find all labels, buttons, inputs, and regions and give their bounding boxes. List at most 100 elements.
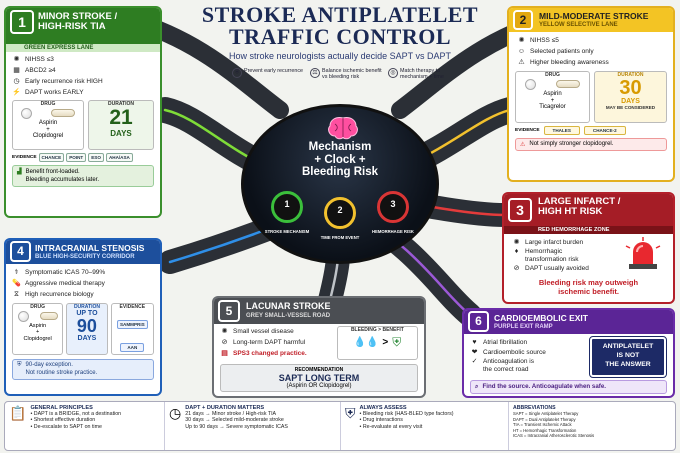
criteria-row: ◷Early recurrence risk HIGH — [12, 76, 154, 87]
panel-number: 4 — [10, 241, 31, 262]
panel-number: 3 — [508, 198, 532, 222]
prohibited-icon: ⊘ — [513, 264, 520, 272]
criteria-text: NIHSS ≤3 — [25, 56, 54, 63]
balance-icon: ⚖ — [310, 68, 320, 78]
panel-note: ⌕ Find the source. Anticoagulate when sa… — [470, 380, 667, 394]
section-item: 21 days → Minor stroke / High-risk TIA — [185, 411, 277, 417]
drug-plus: + — [35, 329, 40, 336]
brain-icon: ✺ — [13, 56, 20, 63]
shield-icon: ⛨ — [232, 68, 242, 78]
panel-title: INTRACRANIAL STENOSIS — [35, 243, 145, 253]
panel-header: 4 INTRACRANIAL STENOSIS BLUE HIGH-SECURI… — [6, 240, 160, 264]
drug-name: Clopidogrel — [32, 133, 64, 139]
section-head: GENERAL PRINCIPLES — [30, 405, 93, 411]
evidence-chip: CHANCE-2 — [583, 126, 626, 135]
criteria-row: ♥Atrial fibrillation — [470, 337, 590, 347]
aim-item: ⚖Balance ischemic benefit vs bleeding ri… — [310, 68, 384, 94]
note-line: ischemic benefit. — [558, 287, 619, 296]
evidence-box: EVIDENCE SAMMPRIS AAN — [110, 303, 154, 355]
vessel-icon: ⚕ — [14, 269, 19, 276]
panel-title: MINOR STROKE /HIGH-RISK TIA — [38, 12, 117, 32]
panel-subtitle: GREEN EXPRESS LANE — [6, 44, 160, 52]
panel-body: ♥Atrial fibrillation ❤Cardioembolic sour… — [464, 334, 673, 380]
section-item: • Bleeding risk (HAS-BLED type factors) — [359, 411, 454, 417]
evidence-row: EVIDENCE THALES CHANCE-2 — [509, 123, 673, 138]
section-item: DAPT = Dual Antiplatelet Therapy — [513, 416, 576, 422]
shield-icon: ⛨ — [392, 335, 402, 349]
note-line: Not routine stroke practice. — [25, 369, 98, 376]
evidence-label: EVIDENCE — [12, 155, 37, 160]
criteria-text: Aggressive medical therapy — [25, 280, 105, 287]
recommendation-note: (Aspirin OR Clopidogrel) — [286, 383, 352, 389]
duration-box: DURATION 30 DAYS MAY BE CONSIDERED — [593, 71, 667, 123]
aim-text: Balance ischemic benefit vs bleeding ris… — [322, 68, 382, 81]
hub-line2: + Clock + — [314, 153, 366, 166]
criteria-text: Cardioembolic source — [483, 348, 546, 356]
gauge-number: 1 — [284, 199, 290, 209]
duration-unit: DAYS — [621, 98, 640, 105]
shield-icon: ⛨ — [17, 362, 22, 368]
drug-duration-row: DRUG Aspirin+Clopidogrel DURATION UP TO … — [6, 303, 160, 355]
chart-icon: ▟ — [17, 169, 22, 175]
pill-icon — [17, 311, 29, 322]
note-line: Bleeding risk may outweigh — [538, 278, 639, 287]
aim-item: ⛨Prevent early recurrence — [232, 68, 306, 94]
drug-plus: + — [550, 97, 555, 104]
check-icon: ✓ — [471, 357, 478, 365]
bleeding-benefit-box: BLEEDING > BENEFIT 💧💧 > ⛨ — [336, 326, 418, 360]
panel-note: ▟ Benefit front-loaded.Bleeding accumula… — [12, 165, 154, 187]
user-icon: ☺ — [517, 48, 526, 55]
page-title-line2: TRAFFIC CONTROL — [228, 24, 451, 49]
section-item: SAPT = Single Antiplatelet Therapy — [513, 411, 579, 416]
lightning-icon: ⚡ — [12, 89, 21, 96]
gauge-label: TIME FROM EVENT — [320, 235, 360, 240]
criteria-row: ⧖High recurrence biology — [12, 289, 154, 300]
aims-row: ⛨Prevent early recurrence ⚖Balance ische… — [232, 68, 462, 94]
criteria-text: Long-term DAPT harmful — [233, 339, 306, 346]
grid-icon: ▦ — [13, 67, 20, 74]
criteria-row: ❤Cardioembolic source — [470, 347, 590, 357]
criteria-text: ABCD2 ≥4 — [25, 67, 56, 74]
greater-than-sign: > — [382, 337, 389, 348]
panel-header: 3 LARGE INFARCT /HIGH HT RISK — [504, 194, 673, 226]
sign-line: IS NOT — [616, 352, 640, 359]
panel-subtitle: BLUE HIGH-SECURITY CORRIDOR — [35, 254, 135, 260]
criteria-row: ♦Hemorrhagic — [512, 247, 665, 255]
criteria-row: ✺ NIHSS ≤3 — [12, 54, 154, 65]
panel-header: 6 CARDIOEMBOLIC EXIT PURPLE EXIT RAMP — [464, 310, 673, 334]
criteria-text: Large infarct burden — [525, 238, 584, 246]
duration-section: ◷ DAPT + DURATION MATTERS 21 days → Mino… — [165, 402, 341, 450]
criteria-list: ✺NIHSS ≤5 ☺Selected patients only ⚠Highe… — [509, 32, 673, 71]
panel-header: 2 MILD-MODERATE STROKE YELLOW SELECTIVE … — [509, 8, 673, 32]
assess-section: ⛨ ALWAYS ASSESS • Bleeding risk (HAS-BLE… — [341, 402, 509, 450]
section-item: Up to 90 days → Severe symptomatic ICAS — [185, 423, 288, 430]
brain-icon: ✺ — [518, 37, 525, 44]
criteria-text: Small vessel disease — [233, 328, 294, 335]
panel-large-infarct: 3 LARGE INFARCT /HIGH HT RISK RED HEMORR… — [502, 192, 675, 304]
page-subtitle: How stroke neurologists actually decide … — [229, 51, 451, 61]
panel-header: 5 LACUNAR STROKE GREY SMALL-VESSEL ROAD — [214, 298, 424, 324]
section-item: • Re-evaluate at every visit — [359, 423, 423, 430]
title-line: HIGH-RISK TIA — [38, 21, 106, 32]
sign-line: ANTIPLATELET — [602, 343, 654, 350]
panel-lacunar-stroke: 5 LACUNAR STROKE GREY SMALL-VESSEL ROAD … — [212, 296, 426, 398]
panel-title: LARGE INFARCT /HIGH HT RISK — [538, 197, 620, 217]
gauge-mechanism: 1 — [271, 191, 303, 223]
drug-duration-row: DRUG Aspirin+Clopidogrel DURATION 21 DAY… — [6, 100, 160, 150]
blood-drops-icon: 💧💧 — [353, 337, 379, 348]
duration-value: 90 — [76, 316, 97, 336]
criteria-row: ⚠Higher bleeding awareness — [517, 57, 665, 68]
section-item: 30 days → Selected mild-moderate stroke — [185, 417, 284, 424]
drug-plus: + — [46, 126, 50, 133]
criteria-row: transformation risk — [512, 255, 665, 263]
criteria-row: ✺NIHSS ≤5 — [517, 35, 665, 46]
duration-box: DURATION 21 DAYS — [88, 100, 154, 150]
criteria-text: Atrial fibrillation — [483, 338, 528, 346]
evidence-chip: CHANCE — [38, 153, 65, 162]
aim-text: Match therapy to mechanism + time — [400, 68, 444, 81]
drug-name: Aspirin — [29, 323, 47, 329]
gauge-number: 2 — [337, 205, 343, 215]
recommendation-value: SAPT LONG TERM — [278, 373, 360, 383]
title-line: LARGE INFARCT / — [538, 196, 621, 207]
title-block: STROKE ANTIPLATELET TRAFFIC CONTROL How … — [178, 4, 502, 62]
